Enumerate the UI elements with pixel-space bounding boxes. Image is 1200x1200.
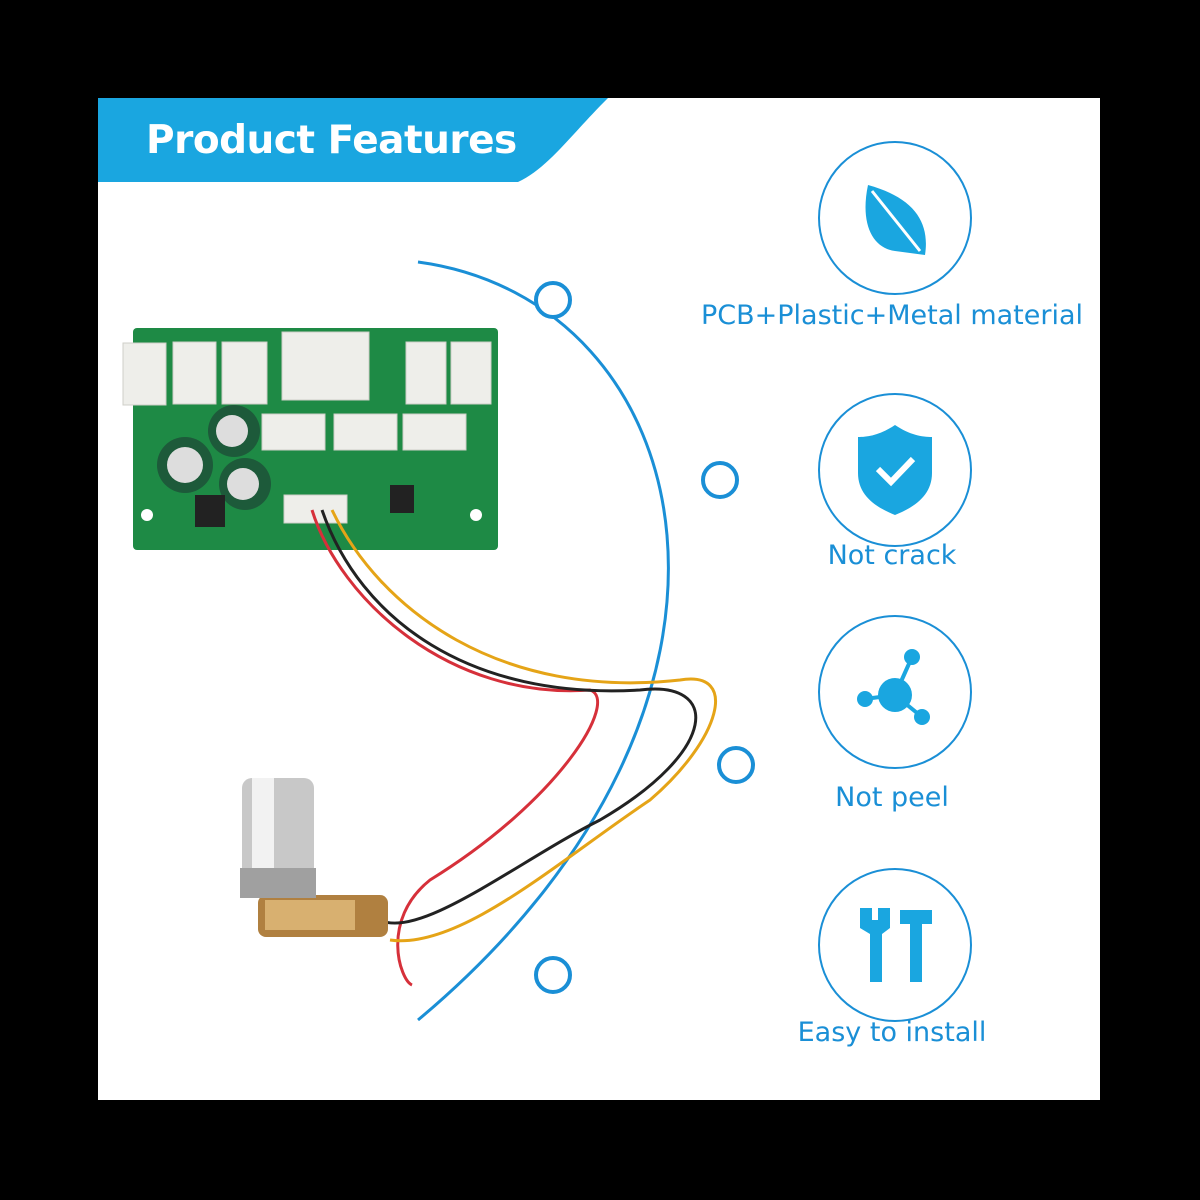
shield-check-icon xyxy=(858,425,932,515)
arc-node xyxy=(717,746,755,784)
arc-node xyxy=(534,281,572,319)
arc-node xyxy=(701,461,739,499)
feature-icon-circle xyxy=(818,141,972,295)
molecule-icon xyxy=(857,649,930,725)
potentiometer xyxy=(240,778,388,937)
feature-label: Easy to install xyxy=(797,1017,987,1048)
feature-icon-circle xyxy=(818,868,972,1022)
decorative-arc xyxy=(417,260,670,1022)
feature-label: Not crack xyxy=(827,540,957,571)
leaf-icon xyxy=(865,185,926,255)
page-title: Product Features xyxy=(146,118,517,163)
pcb-board xyxy=(122,328,498,550)
tools-icon xyxy=(860,908,932,982)
arc-node xyxy=(534,956,572,994)
feature-label: PCB+Plastic+Metal material xyxy=(700,300,1084,331)
feature-label: Not peel xyxy=(835,782,949,813)
feature-icon-circle xyxy=(818,393,972,547)
feature-icon-circle xyxy=(818,615,972,769)
title-banner xyxy=(98,98,608,182)
wires xyxy=(310,509,717,987)
